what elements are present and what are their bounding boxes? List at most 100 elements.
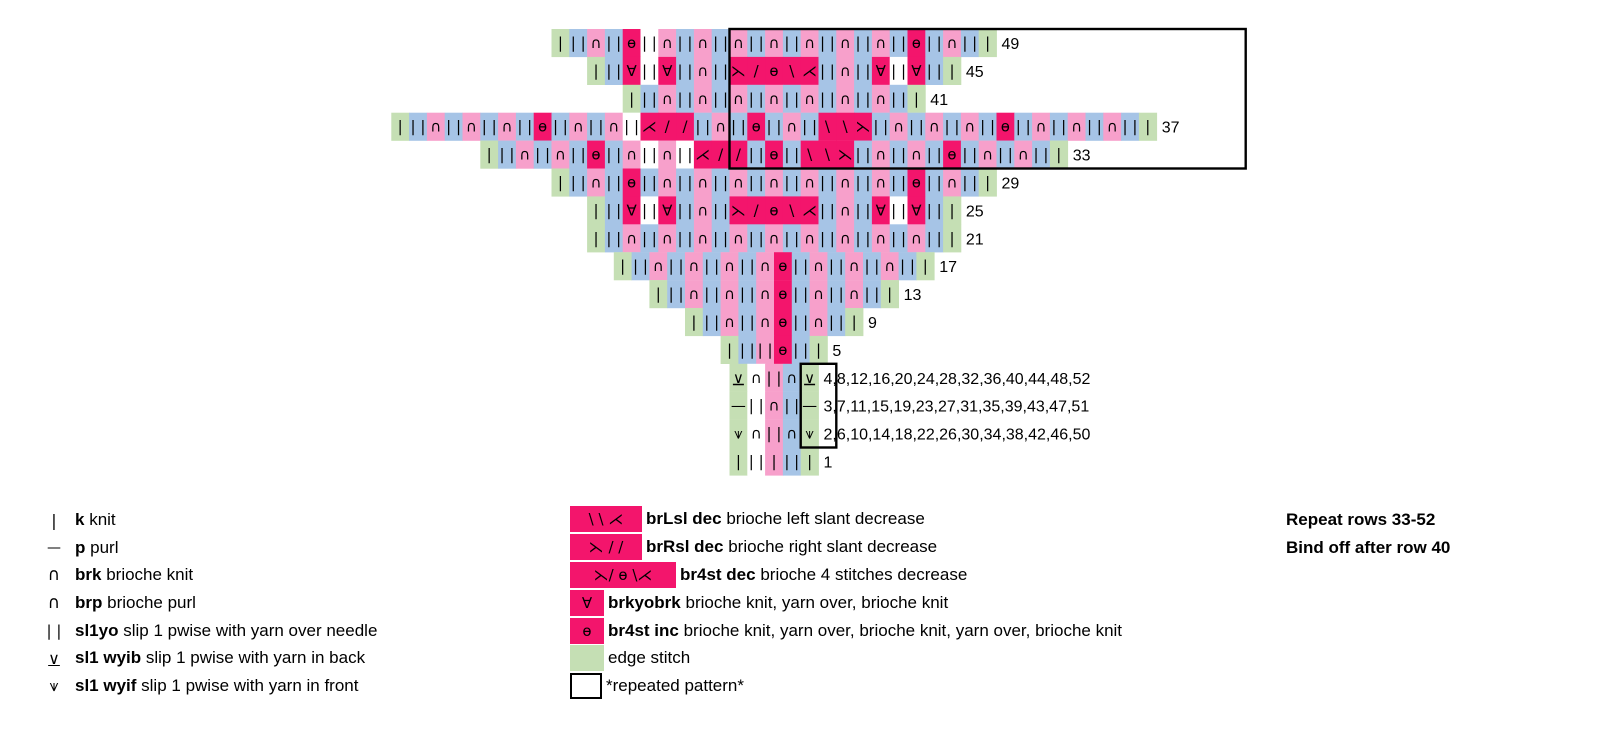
brioche-knit-symbol-icon: ∩ (875, 173, 886, 191)
slip-yo-symbol-icon: | | (927, 62, 942, 80)
slip-yo-symbol-icon: | | (553, 118, 568, 136)
stitch-cell (622, 140, 641, 169)
stitch-cell (836, 29, 855, 58)
stitch-cell (898, 252, 917, 281)
chart-row-6: || |∀| |∀| |∩| |⋋/ɵ\⋌| |∩| |∀| |∀| || (587, 196, 962, 225)
stitch-cell (765, 168, 784, 197)
stitch-cell (827, 252, 846, 281)
stitch-cell (871, 56, 891, 85)
brioche-knit-symbol-icon: ∩ (840, 229, 851, 247)
slip-yo-symbol-icon: | | (767, 118, 782, 136)
sl1-wyif-symbol-icon: ⩛ (805, 425, 814, 443)
right-dec-symbol-icon: ⋋ (731, 201, 746, 219)
stitch-cell (533, 140, 552, 169)
slash-symbol-icon: / (736, 146, 742, 164)
stitch-cell (747, 196, 766, 225)
stitch-cell (747, 419, 766, 448)
backslash-symbol-icon: \ (807, 146, 813, 164)
row-label: 37 (1162, 120, 1180, 137)
stitch-cell (533, 112, 552, 141)
slip-yo-symbol-icon: | | (998, 146, 1013, 164)
br4st-inc-symbol-icon: ɵ (778, 313, 787, 331)
stitch-cell (836, 196, 855, 225)
slip-yo-symbol-icon: | | (1051, 118, 1066, 136)
slip-yo-symbol-icon: | | (606, 62, 621, 80)
note-repeat-rows: Repeat rows 33-52 (1286, 510, 1436, 529)
row-label: 1 (824, 454, 833, 471)
slip-yo-symbol-icon: | | (856, 90, 871, 108)
chart-row-11: || || |ɵ| || (720, 335, 828, 364)
stitch-cell (925, 56, 944, 85)
slip-yo-symbol-icon: | | (891, 62, 906, 80)
brioche-purl-symbol-icon: ∩ (786, 425, 797, 443)
brioche-knit-symbol-icon: ∩ (733, 173, 744, 191)
row-label: 2,6,10,14,18,22,26,30,34,38,42,46,50 (824, 427, 1091, 444)
stitch-cell (1121, 112, 1140, 141)
stitch-cell (658, 224, 677, 253)
stitch-cell (551, 168, 570, 197)
stitch-cell (676, 140, 695, 169)
slip-yo-symbol-icon: | | (713, 62, 728, 80)
stitch-cell (720, 280, 739, 309)
slip-yo-symbol-icon: | | (873, 118, 888, 136)
brioche-knit-symbol-icon: ∩ (724, 313, 735, 331)
stitch-cell (587, 56, 606, 85)
slash-symbol-icon: / (754, 201, 760, 219)
chart-row-2: || |∩| |∩| |∩| |∩| |∩| |∩| |∩| || (622, 84, 926, 113)
brioche-knit-symbol-icon: ∩ (688, 257, 699, 275)
slip-yo-symbol-icon: | | (962, 146, 977, 164)
knit-symbol-icon: | (807, 452, 812, 470)
right-slant-decrease-icon: ⋋ / / (570, 534, 642, 560)
brioche-knit-symbol-icon: ∩ (849, 285, 860, 303)
stitch-cell (978, 112, 997, 141)
brioche-knit-symbol-icon: ∩ (786, 118, 797, 136)
stitch-cell (1014, 112, 1033, 141)
stitch-cell (943, 224, 962, 253)
stitch-cell (667, 252, 686, 281)
stitch-cell (711, 168, 730, 197)
stitch-cell (676, 168, 695, 197)
stitch-cell (729, 112, 748, 141)
brioche-knit-symbol-icon: ∩ (715, 118, 726, 136)
stitch-cell (738, 252, 757, 281)
knit-symbol-icon: | (949, 229, 954, 247)
stitch-cell (676, 112, 695, 141)
slip-yo-symbol-icon: | | (784, 229, 799, 247)
slip-yo-symbol-icon: | | (740, 285, 755, 303)
stitch-cell (738, 308, 757, 337)
stitch-cell (765, 196, 784, 225)
stitch-cell (774, 252, 793, 281)
slip-yo-symbol-icon: | | (767, 369, 782, 387)
stitch-cell (782, 196, 802, 225)
chart-svg: | | | ∩ | | ɵ | | ∩ | | ∩ | | ∩ | | ∩ | | ∩ | | ∩ | | ∩ | |… (391, 27, 1247, 476)
stitch-cell (943, 112, 962, 141)
stitch-cell (622, 196, 641, 225)
br4st-inc-symbol-icon: ɵ (752, 118, 761, 136)
stitch-cell (907, 196, 926, 225)
brioche-knit-symbol-icon: ∩ (662, 173, 673, 191)
stitch-cell (818, 224, 837, 253)
stitch-cell (809, 308, 828, 337)
stitch-cell (711, 56, 730, 85)
chart-row-12: ∨∩| |∩∨ (729, 363, 819, 392)
slip-yo-symbol-icon: | | (820, 201, 835, 219)
stitch-cell (720, 252, 739, 281)
br4st-inc-symbol-icon: ɵ (912, 173, 921, 191)
stitch-cell (729, 391, 748, 420)
chart-row-9: || |∩| |∩| |∩ɵ| |∩| |∩| || (649, 280, 899, 309)
stitch-cell (551, 112, 570, 141)
chart-row-10: || |∩| |∩ɵ| |∩| || (685, 308, 864, 337)
brioche-knit-symbol-icon: ∩ (840, 173, 851, 191)
slip-yo-symbol-icon: | | (864, 257, 879, 275)
stitch-cell (800, 56, 819, 85)
stitch-cell (693, 224, 713, 253)
brioche-knit-symbol-icon: ∩ (786, 369, 797, 387)
brioche-knit-symbol-icon: ∩ (662, 34, 673, 52)
brioche-knit-symbol-icon: ∩ (911, 146, 922, 164)
brioche-knit-symbol-icon: ∩ (1071, 118, 1082, 136)
stitch-cell (978, 140, 997, 169)
brioche-knit-symbol-icon: ∩ (804, 229, 815, 247)
brioche-knit-symbol-icon: ∩ (555, 146, 566, 164)
slip-yo-symbol-icon: | | (829, 313, 844, 331)
stitch-cell (498, 140, 517, 169)
